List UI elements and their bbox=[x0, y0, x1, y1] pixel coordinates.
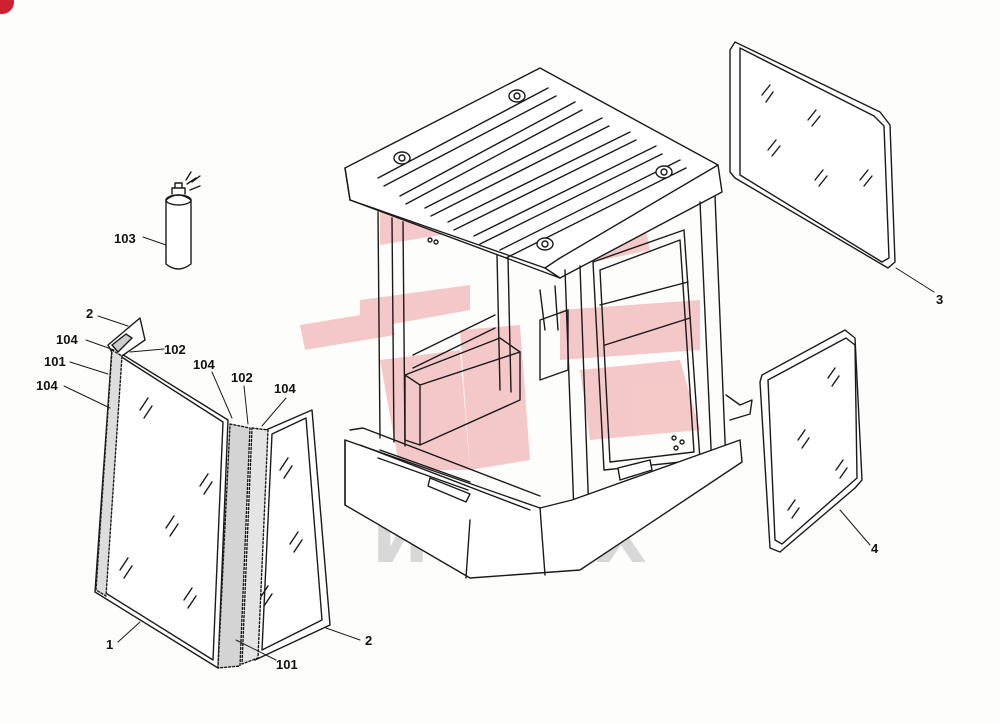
callout-102-a: 102 bbox=[164, 342, 186, 357]
callout-103: 103 bbox=[114, 231, 136, 246]
callout-4: 4 bbox=[871, 541, 879, 556]
callout-101-a: 101 bbox=[44, 354, 66, 369]
parts-101-104-seals bbox=[95, 333, 269, 669]
callout-102-b: 102 bbox=[231, 370, 253, 385]
callout-101-b: 101 bbox=[276, 657, 298, 672]
part-103-sealant-can bbox=[165, 171, 201, 270]
callout-3: 3 bbox=[936, 292, 944, 307]
cab-body bbox=[344, 195, 753, 579]
part-4-side-glass bbox=[759, 329, 863, 553]
cab-roof bbox=[344, 67, 723, 279]
part-3-rear-glass bbox=[729, 41, 896, 269]
callout-104-a: 104 bbox=[56, 332, 78, 347]
callout-2-right: 2 bbox=[365, 633, 373, 648]
callout-2-top: 2 bbox=[86, 306, 94, 321]
callout-104-b: 104 bbox=[36, 378, 58, 393]
callout-104-d: 104 bbox=[274, 381, 296, 396]
leader-lines bbox=[63, 236, 935, 661]
callout-104-c: 104 bbox=[193, 357, 215, 372]
callout-1: 1 bbox=[106, 637, 114, 652]
